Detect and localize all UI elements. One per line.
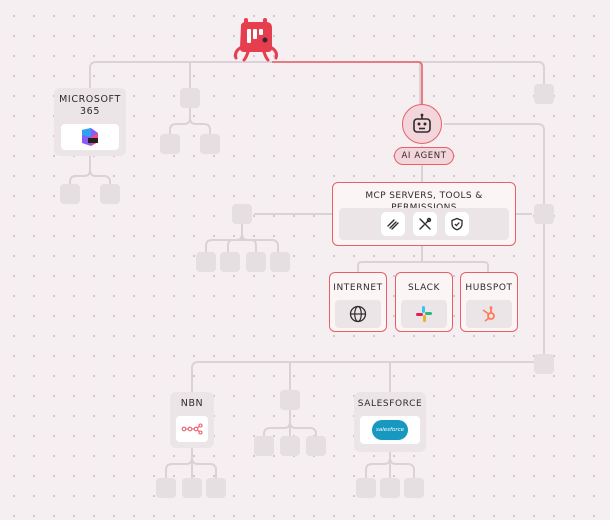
hubspot-icon [482, 306, 495, 322]
ai-agent-node[interactable] [402, 104, 442, 144]
placeholder-node [100, 184, 120, 204]
placeholder-node [200, 134, 220, 154]
placeholder-node [180, 88, 200, 108]
slack-icon-tray [401, 300, 447, 328]
shield-icon [451, 217, 463, 231]
internet-label: INTERNET [333, 283, 383, 293]
salesforce-logo-text: salesforce [376, 427, 404, 433]
placeholder-node [306, 436, 326, 456]
nbn-node[interactable]: NBN [170, 392, 214, 448]
placeholder-node [160, 134, 180, 154]
placeholder-node [404, 478, 424, 498]
placeholder-node [196, 252, 216, 272]
placeholder-node [182, 478, 202, 498]
microsoft-365-node[interactable]: MICROSOFT 365 [54, 88, 126, 156]
link-icon [387, 219, 399, 230]
placeholder-node [156, 478, 176, 498]
salesforce-label: SALESFORCE [357, 399, 423, 409]
robot-mascot-logo [234, 18, 280, 62]
tools-icon [419, 217, 432, 230]
mcp-tool-tools[interactable] [413, 212, 437, 236]
microsoft-365-logo [61, 124, 119, 150]
placeholder-node [232, 204, 252, 224]
placeholder-node [60, 184, 80, 204]
placeholder-node [534, 354, 554, 374]
placeholder-node [380, 478, 400, 498]
mcp-tool-link[interactable] [381, 212, 405, 236]
hubspot-node[interactable]: HUBSPOT [460, 272, 518, 332]
placeholder-node [254, 436, 274, 456]
slack-label: SLACK [407, 283, 441, 293]
placeholder-node [270, 252, 290, 272]
internet-icon-tray [335, 300, 381, 328]
placeholder-node [356, 478, 376, 498]
slack-icon [416, 306, 432, 322]
placeholder-node [280, 436, 300, 456]
hubspot-label: HUBSPOT [465, 283, 513, 293]
salesforce-logo-tray: salesforce [360, 416, 420, 444]
mcp-tool-shield[interactable] [445, 212, 469, 236]
placeholder-node [246, 252, 266, 272]
robot-icon [413, 113, 431, 133]
mcp-tools-tray [339, 208, 509, 240]
mcp-servers-node[interactable]: MCP SERVERS, TOOLS & PERMISSIONS [332, 182, 516, 246]
placeholder-node [206, 478, 226, 498]
placeholder-node [220, 252, 240, 272]
placeholder-node [280, 390, 300, 410]
slack-node[interactable]: SLACK [395, 272, 453, 332]
salesforce-node[interactable]: SALESFORCE salesforce [354, 392, 426, 452]
internet-node[interactable]: INTERNET [329, 272, 387, 332]
network-icon [181, 423, 203, 435]
ai-agent-label: AI AGENT [394, 147, 454, 165]
globe-icon [349, 305, 367, 323]
microsoft-365-icon [82, 128, 98, 146]
hubspot-icon-tray [466, 300, 512, 328]
microsoft-365-label: MICROSOFT 365 [59, 94, 121, 117]
placeholder-node [534, 204, 554, 224]
salesforce-logo: salesforce [372, 420, 408, 440]
placeholder-node [534, 84, 554, 104]
nbn-icon-tray [176, 416, 208, 442]
nbn-label: NBN [180, 398, 204, 409]
